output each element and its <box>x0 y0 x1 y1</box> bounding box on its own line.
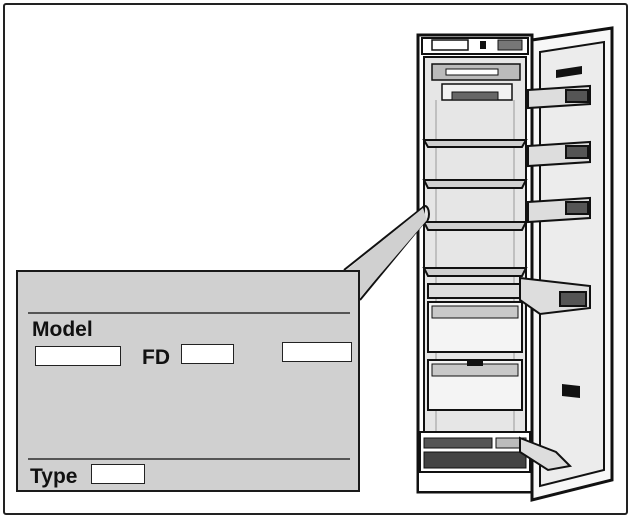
model-field <box>35 346 121 366</box>
fd-field <box>181 344 234 364</box>
model-label: Model <box>32 318 93 341</box>
fd-label: FD <box>142 346 170 369</box>
crisper-drawers <box>427 283 523 411</box>
glass-shelves <box>422 139 528 277</box>
type-field <box>91 464 145 484</box>
type-label: Type <box>30 465 78 488</box>
rating-plate-callout: Model FD Type <box>16 270 360 492</box>
serial-field <box>282 342 352 362</box>
door-bins <box>519 84 591 316</box>
rating-plate-top-rule <box>28 312 350 314</box>
door-hinge <box>519 436 573 472</box>
rating-plate-bottom-rule <box>28 458 350 460</box>
